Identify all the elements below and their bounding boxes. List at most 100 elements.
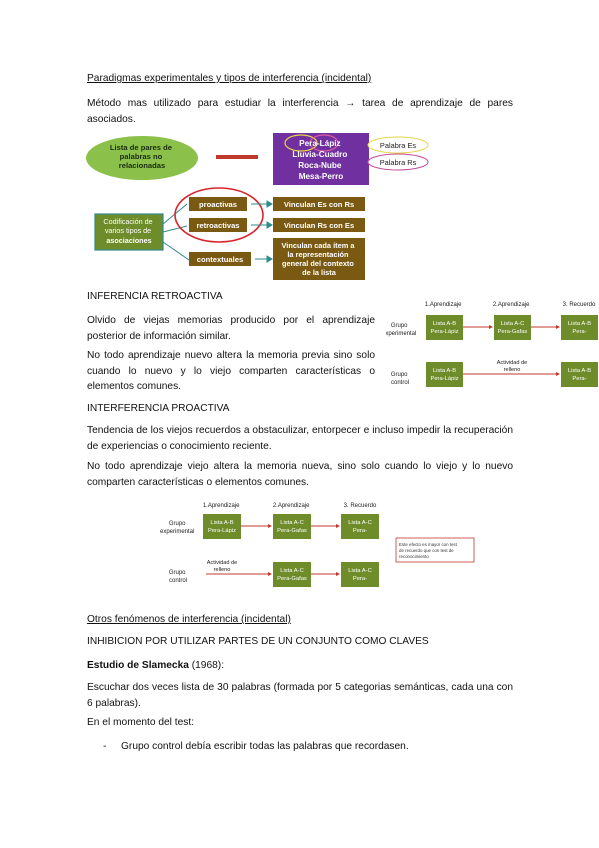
retroactive-design-diagram: 1.Aprendizaje 2.Aprendizaje 3. Recuerdo … — [386, 302, 598, 387]
interference-types-diagram: Lista de pares de palabras no relacionad… — [86, 133, 429, 280]
result-box-proactive — [273, 197, 365, 211]
svg-text:Lista de pares de palabras: Lista de pares de palabras no relacionad… — [110, 143, 174, 170]
pro-paragraph-2: No todo aprendizaje viejo altera la memo… — [87, 461, 513, 488]
coding-label-line: varios tipos de — [105, 226, 151, 235]
pair-item: Mesa-Perro — [299, 172, 344, 181]
heading-inhibition: INHIBICION POR UTILIZAR PARTES DE UN CON… — [87, 636, 429, 647]
study-line: Estudio de Slamecka (1968): — [87, 658, 517, 674]
group-label: Grupo — [169, 521, 186, 527]
retro-paragraph-1: Olvido de viejas memorias producido por … — [87, 315, 375, 342]
test-intro: En el momento del test: — [87, 717, 195, 728]
result-contextual-line: de la lista — [302, 268, 337, 277]
coding-label-line: asociaciones — [106, 236, 151, 245]
study-year: (1968): — [188, 660, 225, 671]
svg-text:1.Aprendizaje 2.Aprendizaj: 1.Aprendizaje 2.Aprendizaje 3. Recuerdo — [203, 503, 377, 509]
legend-es-ellipse — [367, 136, 429, 154]
coding-label-line: Codificación de — [103, 217, 152, 226]
pro-exp-box-1 — [203, 514, 241, 539]
phase-label: 2.Aprendizaje — [273, 503, 310, 509]
type-label-contextual: contextuales — [197, 255, 243, 264]
es-highlight-ellipse — [284, 134, 318, 152]
legend-rs-label: Palabra Rs — [380, 158, 417, 167]
type-label-retroactive: retroactivas — [196, 221, 239, 230]
legend-es-label: Palabra Es — [380, 141, 416, 150]
section-title-other: Otros fenómenos de interferencia (incide… — [87, 614, 291, 625]
result-box-retroactive — [273, 218, 365, 232]
pro-note-box — [395, 537, 475, 563]
svg-text:Grupo experimental Gru: Grupo experimental Grupo control — [160, 521, 196, 584]
word-pairs-box — [273, 133, 369, 185]
study-paragraph: Escuchar dos veces lista de 30 palabras … — [87, 682, 513, 709]
rs-highlight-ellipse — [309, 134, 339, 152]
pair-item: Roca-Nube — [298, 161, 342, 170]
result-label-proactive: Vinculan Es con Rs — [284, 200, 354, 209]
result-label-retroactive: Vinculan Rs con Es — [284, 221, 354, 230]
svg-text:1.Aprendizaje 2.Aprendizaj: 1.Aprendizaje 2.Aprendizaje 3. Recuerdo — [425, 302, 596, 308]
type-box-proactive — [189, 197, 247, 211]
retro-paragraph-2: No todo aprendizaje nuevo altera la memo… — [87, 350, 375, 392]
phase-label: 3. Recuerdo — [344, 503, 377, 509]
group-label: Grupo — [169, 570, 186, 576]
phase-label: 3. Recuerdo — [563, 302, 596, 308]
phase-label: 2.Aprendizaje — [493, 302, 530, 308]
pro-paragraph-1: Tendencia de los viejos recuerdos a obst… — [87, 425, 513, 452]
group-label: control — [391, 380, 409, 386]
type-box-retroactive — [189, 218, 247, 232]
group-label: experimental — [160, 529, 194, 535]
svg-text:Grupo experimental Gru: Grupo experimental Grupo control — [386, 323, 418, 386]
result-arrows — [251, 200, 273, 263]
retro-ctrl-box-1 — [426, 362, 463, 387]
highlight-red-circle — [174, 187, 264, 243]
section-title-paradigms: Paradigmas experimentales y tipos de int… — [87, 73, 372, 84]
pair-item: Pera-Lápiz — [299, 139, 340, 148]
svg-text:Pera-Lápiz Lluvia-Cuadro: Pera-Lápiz Lluvia-Cuadro Roca-Nube Mesa-… — [292, 139, 349, 181]
legend-rs-ellipse — [367, 153, 429, 171]
pair-item: Lluvia-Cuadro — [292, 150, 347, 159]
svg-text:Codificación de varios tip: Codificación de varios tipos de asociaci… — [103, 217, 154, 245]
group-label: control — [169, 578, 187, 584]
result-box-contextual — [273, 238, 365, 280]
retro-exp-box-1 — [426, 315, 463, 340]
word-pairs-ellipse — [86, 136, 198, 180]
list-label-line: palabras no — [120, 152, 163, 161]
red-connector-bar — [216, 155, 258, 159]
result-contextual-line: general del contexto — [282, 259, 354, 268]
result-contextual-line: la representación — [287, 250, 349, 259]
group-label: Grupo — [391, 372, 408, 378]
bullet-item: Grupo control debía escribir todas las p… — [121, 741, 409, 752]
result-contextual-line: Vinculan cada ítem a — [281, 241, 355, 250]
pro-ctrl-box-3 — [341, 562, 379, 587]
svg-text:Vinculan cada ítem a la re: Vinculan cada ítem a la representación g… — [281, 241, 356, 277]
svg-text:Este efecto es mayor con test: Este efecto es mayor con test de recuerd… — [399, 542, 458, 559]
type-label-proactive: proactivas — [199, 200, 237, 209]
retro-exp-box-3 — [561, 315, 598, 340]
list-label-line: relacionadas — [119, 161, 165, 170]
pro-exp-box-2 — [273, 514, 311, 539]
retro-exp-box-2 — [494, 315, 531, 340]
retro-ctrl-box-3 — [561, 362, 598, 387]
phase-label: 1.Aprendizaje — [203, 503, 240, 509]
pro-ctrl-box-2 — [273, 562, 311, 587]
type-box-contextual — [189, 252, 251, 266]
bullet-marker: - — [103, 741, 107, 752]
heading-proactive: INTERFERENCIA PROACTIVA — [87, 403, 230, 414]
proactive-design-diagram: 1.Aprendizaje 2.Aprendizaje 3. Recuerdo … — [160, 503, 475, 587]
list-label-line: Lista de pares de — [110, 143, 172, 152]
pro-exp-box-3 — [341, 514, 379, 539]
phase-label: 1.Aprendizaje — [425, 302, 462, 308]
study-name: Estudio de Slamecka — [87, 660, 189, 671]
group-label: experimental — [386, 331, 416, 337]
heading-retroactive: INFERENCIA RETROACTIVA — [87, 291, 223, 302]
